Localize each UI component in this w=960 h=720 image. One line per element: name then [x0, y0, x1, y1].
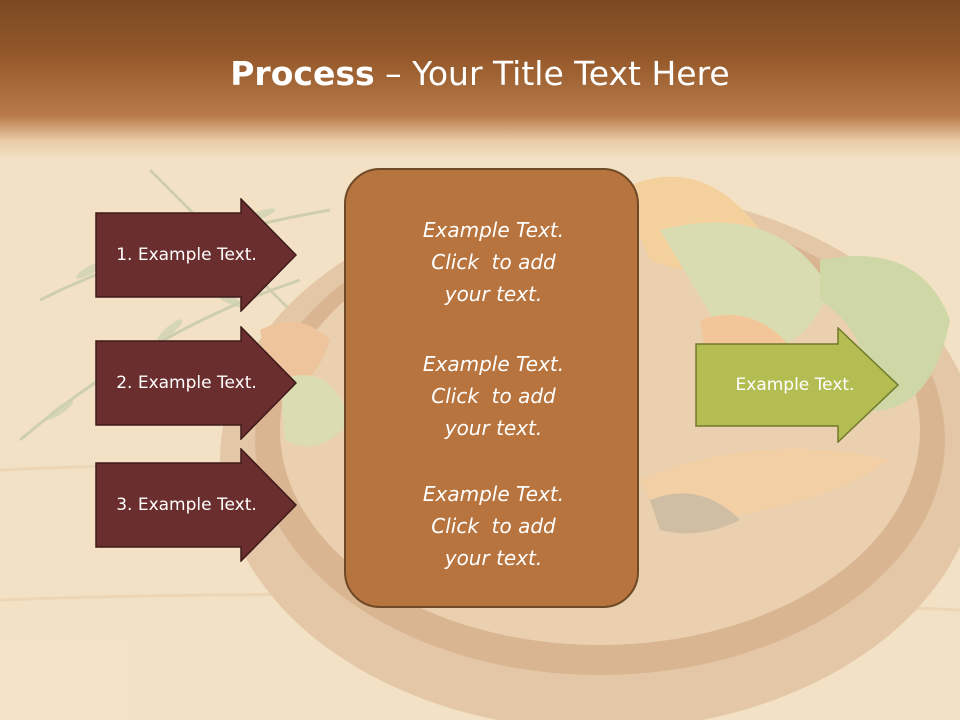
paragraph-line: Example Text. [422, 482, 565, 506]
paragraph-line: your text. [444, 546, 543, 570]
step-label-2: 2. Example Text. [116, 373, 257, 393]
center-paragraph-2: Example Text. Click to add your text. [346, 348, 641, 444]
arrow-shape [95, 198, 297, 312]
title-band [0, 0, 960, 160]
paragraph-line: Click to add [431, 250, 556, 274]
output-arrow[interactable]: Example Text. [695, 327, 900, 443]
title-rest: – Your Title Text Here [374, 54, 730, 93]
paragraph-line: Example Text. [422, 218, 565, 242]
step-label-3: 3. Example Text. [116, 495, 257, 515]
paragraph-line: Example Text. [422, 352, 565, 376]
paragraph-line: your text. [444, 282, 543, 306]
title-bold: Process [230, 54, 375, 93]
paragraph-line: Click to add [431, 514, 556, 538]
step-arrow-3[interactable]: 3. Example Text. [95, 448, 297, 562]
arrow-shape [95, 326, 297, 440]
center-text-box[interactable]: Example Text. Click to add your text. Ex… [344, 168, 639, 608]
output-label: Example Text. [735, 375, 855, 395]
center-paragraph-1: Example Text. Click to add your text. [346, 214, 641, 310]
slide-title[interactable]: Process – Your Title Text Here [0, 52, 960, 96]
center-paragraph-3: Example Text. Click to add your text. [346, 478, 641, 574]
paragraph-line: Click to add [431, 384, 556, 408]
step-label-1: 1. Example Text. [116, 245, 257, 265]
paragraph-line: your text. [444, 416, 543, 440]
arrow-shape [95, 448, 297, 562]
step-arrow-2[interactable]: 2. Example Text. [95, 326, 297, 440]
step-arrow-1[interactable]: 1. Example Text. [95, 198, 297, 312]
arrow-shape [695, 327, 900, 443]
